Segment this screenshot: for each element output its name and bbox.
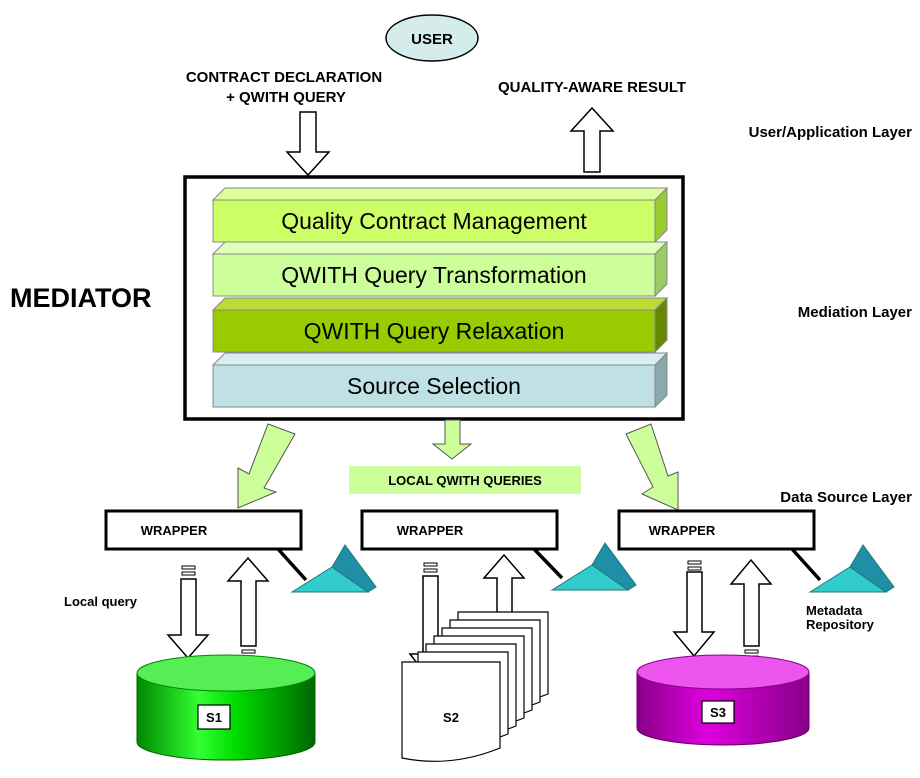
s2-documents bbox=[401, 611, 549, 762]
metadata-label-2: Repository bbox=[806, 617, 875, 632]
mediator-layer-label: QWITH Query Relaxation bbox=[304, 318, 565, 344]
contract-down-arrow bbox=[285, 111, 331, 177]
mediator-layer-label: Quality Contract Management bbox=[281, 208, 587, 234]
local-queries-box bbox=[349, 466, 581, 494]
data-source-layer-label: Data Source Layer bbox=[780, 489, 912, 506]
mediator-layer-2: QWITH Query Transformation bbox=[211, 240, 669, 298]
metadata-repo-2 bbox=[550, 542, 637, 591]
s1-database: S1 bbox=[136, 654, 316, 761]
mediator-layer-label: QWITH Query Transformation bbox=[281, 262, 586, 288]
user-application-layer-label: User/Application Layer bbox=[749, 124, 913, 141]
user-node: USER bbox=[385, 14, 479, 62]
contract-label-2: + QWITH QUERY bbox=[226, 89, 346, 106]
result-up-arrow bbox=[569, 106, 615, 173]
s1-query-arrows bbox=[166, 556, 270, 660]
wrapper1-feed-arrow bbox=[237, 423, 296, 509]
wrapper-2-label: WRAPPER bbox=[397, 523, 464, 538]
s3-label: S3 bbox=[710, 705, 726, 720]
s1-label: S1 bbox=[206, 710, 222, 725]
result-label: QUALITY-AWARE RESULT bbox=[498, 79, 686, 96]
user-label: USER bbox=[411, 31, 453, 48]
wrapper-3-label: WRAPPER bbox=[649, 523, 716, 538]
wrapper2-feed-arrow bbox=[431, 419, 473, 460]
metadata-repo-3 bbox=[808, 544, 895, 593]
metadata-label-1: Metadata bbox=[806, 603, 863, 618]
wrapper-1-label: WRAPPER bbox=[141, 523, 208, 538]
wrapper-2: WRAPPER bbox=[360, 509, 559, 551]
metadata-repo-1 bbox=[290, 544, 377, 593]
local-query-label: Local query bbox=[64, 594, 138, 609]
mediator-layer-label: Source Selection bbox=[347, 373, 521, 399]
s3-database: S3 bbox=[636, 654, 810, 746]
mediator-layer-1: Quality Contract Management bbox=[211, 186, 669, 244]
wrapper-3: WRAPPER bbox=[617, 509, 816, 551]
s3-query-arrows bbox=[672, 558, 773, 660]
wrapper-1: WRAPPER bbox=[104, 509, 303, 551]
s2-label: S2 bbox=[443, 710, 459, 725]
mediation-layer-label: Mediation Layer bbox=[798, 304, 912, 321]
wrapper3-feed-arrow bbox=[625, 423, 679, 511]
mediator-label: MEDIATOR bbox=[10, 283, 152, 313]
mediator-layer-3: QWITH Query Relaxation bbox=[211, 296, 669, 354]
local-queries-label: LOCAL QWITH QUERIES bbox=[388, 473, 542, 488]
mediator-layer-4: Source Selection bbox=[211, 351, 669, 409]
contract-label-1: CONTRACT DECLARATION bbox=[186, 69, 382, 86]
